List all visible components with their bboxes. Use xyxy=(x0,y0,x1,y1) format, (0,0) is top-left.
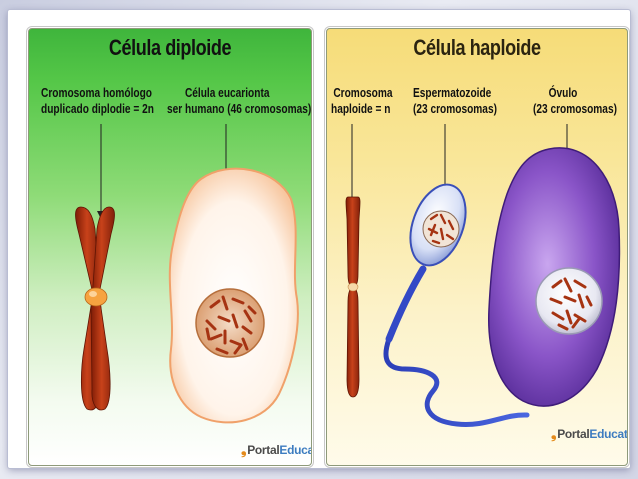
left-portal-educativo-logo: ❟PortalEducativo xyxy=(241,441,311,458)
homologous-chromosome-label-line1: Cromosoma homólogo xyxy=(41,85,152,100)
eukaryotic-cell-icon xyxy=(168,167,299,424)
right-logo-mark-icon: ❟ xyxy=(551,425,557,441)
diploid-illustration xyxy=(75,124,299,424)
right-portal-educativo-logo: ❟PortalEducativo xyxy=(551,425,628,442)
sperm-label-line1: Espermatozoide xyxy=(413,85,492,100)
haploid-panel: Célula haploide Cromosoma haploide = n E… xyxy=(326,28,628,466)
eukaryotic-cell-label: Célula eucarionta ser humano (46 cromoso… xyxy=(167,85,311,117)
left-logo-educativo-text: Educativo xyxy=(279,443,311,457)
diploid-panel: Célula diploide Cromosoma homólogo dupli… xyxy=(28,28,312,466)
ovum-label: Óvulo (23 cromosomas) xyxy=(533,85,617,117)
sperm-label: Espermatozoide (23 cromosomas) xyxy=(413,85,497,117)
haploid-illustration xyxy=(345,124,621,427)
right-logo-portal-text: Portal xyxy=(557,427,590,441)
eukaryotic-cell-label-line2: ser humano (46 cromosomas) xyxy=(167,101,312,116)
sperm-cell-icon xyxy=(383,183,530,427)
haploid-chromosome-label-line2: haploide = n xyxy=(331,101,391,116)
ovum-cell-icon xyxy=(488,147,621,407)
homologous-chromosome-label: Cromosoma homólogo duplicado diplodie = … xyxy=(41,85,154,117)
eukaryotic-cell-label-line1: Célula eucarionta xyxy=(184,85,270,100)
left-logo-portal-text: Portal xyxy=(247,443,280,457)
slide-frame: Célula diploide Cromosoma homólogo dupli… xyxy=(8,10,630,468)
ovum-label-line2: (23 cromosomas) xyxy=(533,101,617,116)
haploid-chromosome-label: Cromosoma haploide = n xyxy=(331,85,393,117)
homologous-chromosome-label-line2: duplicado diplodie = 2n xyxy=(41,101,154,116)
haploid-title: Célula haploide xyxy=(413,35,541,60)
left-logo-mark-icon: ❟ xyxy=(241,441,247,457)
haploid-chromosome-label-line1: Cromosoma xyxy=(333,85,393,100)
haploid-chromosome-icon xyxy=(345,196,361,398)
ovum-label-line1: Óvulo xyxy=(548,85,578,100)
sperm-label-line2: (23 cromosomas) xyxy=(413,101,497,116)
diploid-title: Célula diploide xyxy=(108,35,232,60)
duplicated-chromosome-icon xyxy=(75,206,115,411)
right-logo-educativo-text: Educativo xyxy=(589,427,628,441)
